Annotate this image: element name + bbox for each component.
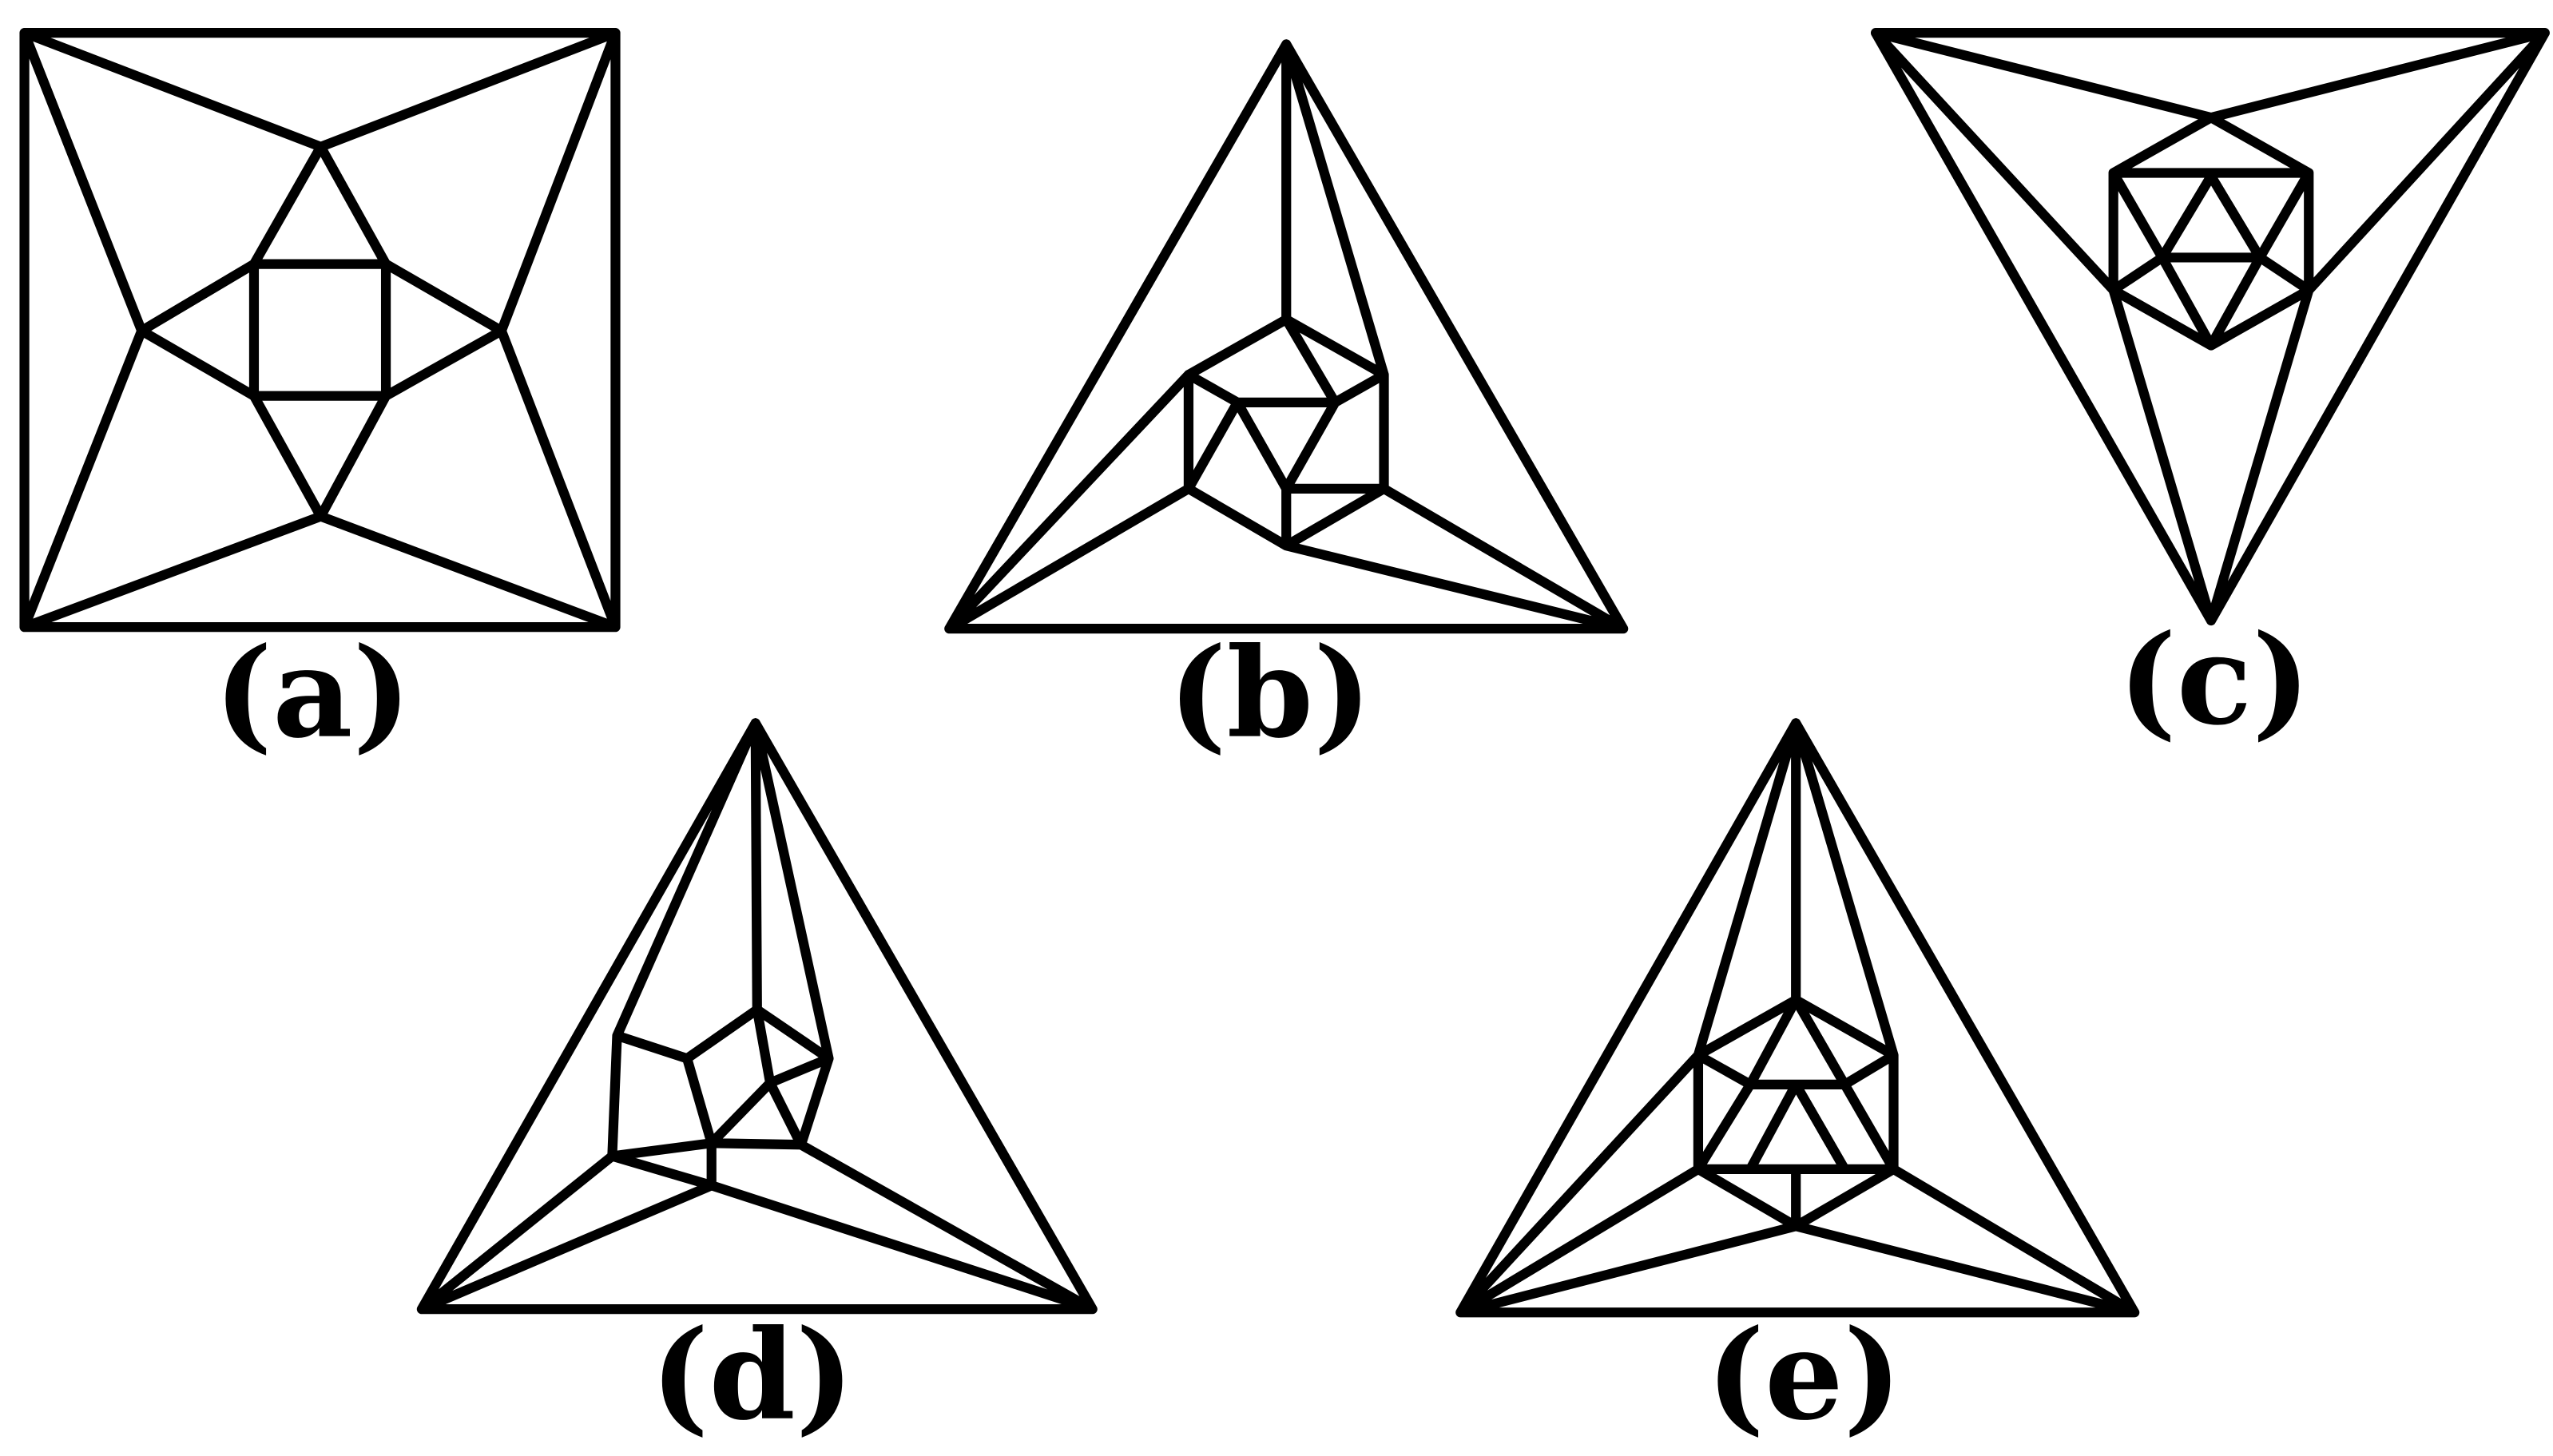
panel-d-graph xyxy=(416,718,1098,1315)
panel-c-graph xyxy=(1870,28,2550,626)
panel-d-label: (d) xyxy=(650,1303,854,1448)
panel-b-graph xyxy=(944,39,1629,634)
panel-e: (e) xyxy=(1455,718,2140,1448)
panel-c-label: (c) xyxy=(2118,607,2311,752)
panel-d: (d) xyxy=(416,718,1098,1448)
panel-e-graph xyxy=(1455,718,2140,1318)
panel-a-graph xyxy=(19,28,621,633)
panel-b-label: (b) xyxy=(1168,621,1372,766)
panel-b: (b) xyxy=(944,39,1629,766)
panel-e-label: (e) xyxy=(1706,1303,1902,1448)
panel-a-label: (a) xyxy=(214,621,411,766)
panel-a: (a) xyxy=(19,28,621,766)
panel-c: (c) xyxy=(1870,28,2550,752)
